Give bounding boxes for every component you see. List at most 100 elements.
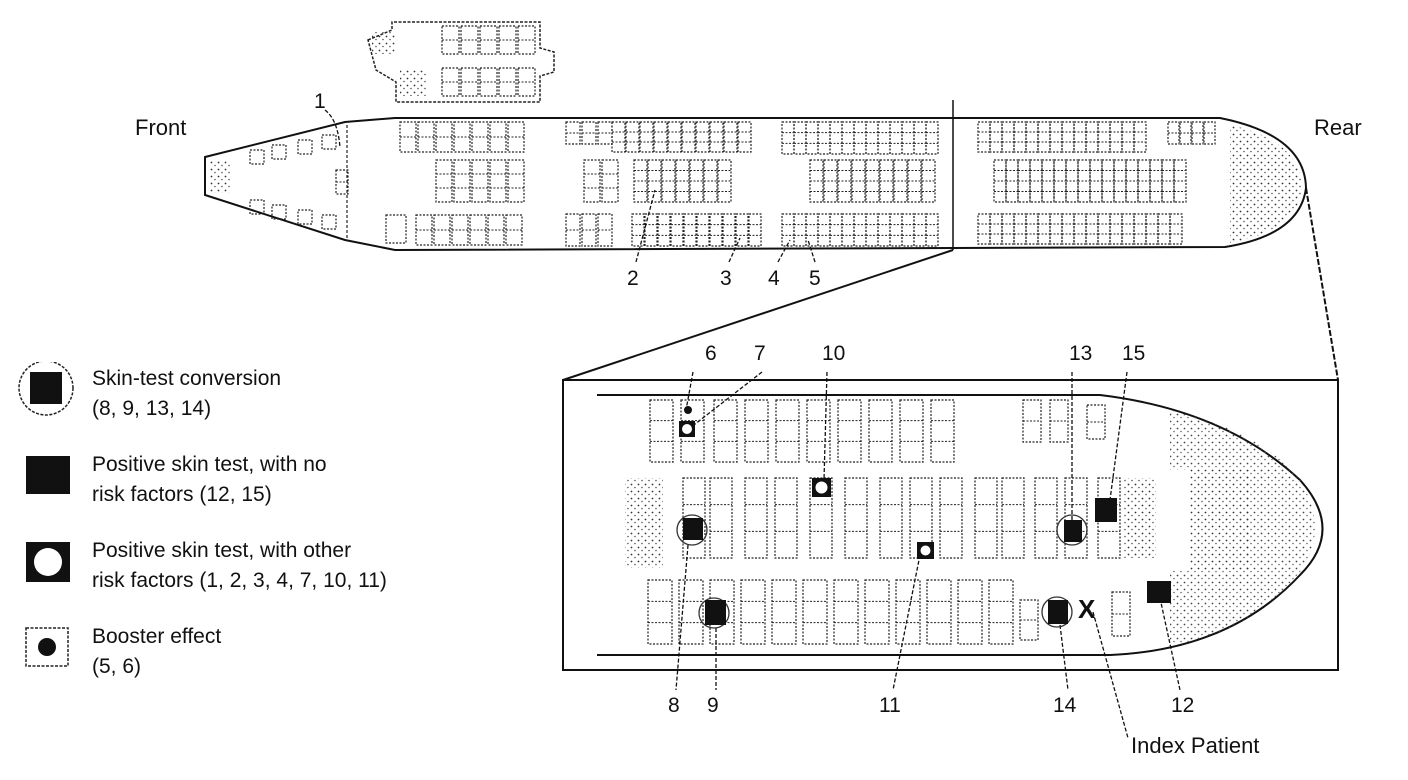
legend-item-conversion: Skin-test conversion(8, 9, 13, 14) (18, 362, 488, 448)
passenger-number: 14 (1053, 694, 1077, 717)
legend-ids: risk factors (12, 15) (92, 483, 272, 506)
no-risk-marker-15 (1095, 498, 1117, 522)
seat (817, 213, 831, 247)
seat (517, 25, 536, 55)
seat (709, 121, 724, 153)
seat (680, 399, 705, 463)
seat (748, 213, 762, 247)
seat (1109, 121, 1123, 153)
seat (678, 579, 704, 645)
seat (829, 121, 843, 155)
booster-marker-6 (684, 406, 692, 414)
seat (498, 67, 517, 97)
detail-seats (647, 399, 1131, 645)
seat (771, 579, 797, 645)
seat (901, 121, 915, 155)
seat (601, 159, 619, 203)
passenger-number: 15 (1122, 342, 1145, 365)
seat (735, 213, 749, 247)
seat (507, 159, 525, 203)
seat (793, 121, 807, 155)
seat (775, 399, 800, 463)
seat (1013, 213, 1027, 245)
zoom-line-left (562, 249, 954, 381)
seat (977, 213, 991, 245)
seat (740, 579, 766, 645)
legend-label: Booster effect (92, 625, 222, 648)
seat (744, 399, 769, 463)
passenger-number: 11 (879, 694, 901, 717)
filled-square-icon (26, 456, 70, 494)
seat (1013, 121, 1027, 153)
seat (271, 204, 287, 220)
seat (1073, 121, 1087, 153)
seat (597, 213, 613, 247)
overview-seats (249, 121, 1216, 247)
seat (829, 213, 843, 247)
seat (498, 25, 517, 55)
seat (879, 477, 903, 559)
seat (1061, 213, 1075, 245)
seat (565, 213, 581, 247)
seat (853, 121, 867, 155)
seat (913, 213, 927, 247)
seat (297, 139, 313, 155)
passenger-number: 12 (1171, 694, 1194, 717)
seat (1133, 121, 1147, 153)
passenger-number: 4 (768, 267, 780, 290)
upper-deck-seats (441, 25, 536, 97)
seat (781, 213, 795, 247)
seat (837, 399, 862, 463)
seat (479, 25, 498, 55)
seat (709, 477, 733, 559)
seat (489, 159, 507, 203)
seat (1169, 213, 1183, 245)
seat (889, 213, 903, 247)
passenger-number: 5 (809, 267, 821, 290)
passenger-number: 1 (314, 90, 326, 113)
seat (1097, 213, 1111, 245)
seat (1145, 213, 1159, 245)
seat (1025, 213, 1039, 245)
passenger-number: 2 (627, 267, 639, 290)
seat (670, 213, 684, 247)
hollow-circle-square-icon (26, 542, 70, 582)
seat (441, 25, 460, 55)
seat (713, 399, 738, 463)
seat (1097, 121, 1111, 153)
index-patient-label: Index Patient (1131, 733, 1259, 758)
seat (460, 67, 479, 97)
detail-view (562, 379, 1339, 671)
seat (1049, 121, 1063, 153)
seat (649, 399, 674, 463)
seat (1025, 121, 1039, 153)
seat (435, 159, 453, 203)
seat (297, 209, 313, 225)
front-label: Front (135, 115, 186, 140)
seat (925, 121, 939, 155)
seat (805, 121, 819, 155)
passenger-number: 6 (705, 342, 717, 365)
seat (696, 213, 710, 247)
booster-dot-icon (25, 627, 69, 667)
seat (321, 134, 337, 150)
seat (1064, 477, 1088, 559)
seat (681, 121, 696, 153)
seat (1037, 121, 1051, 153)
seat (1157, 213, 1171, 245)
seat (926, 579, 952, 645)
seat (1034, 477, 1058, 559)
seat (471, 159, 489, 203)
seat (865, 213, 879, 247)
seat (1085, 121, 1099, 153)
seat (744, 477, 768, 559)
fuselage-overview (204, 100, 1308, 252)
seat (989, 121, 1003, 153)
seat (1121, 121, 1135, 153)
seat (805, 213, 819, 247)
seat (631, 213, 645, 247)
seat (841, 213, 855, 247)
seat (1037, 213, 1051, 245)
